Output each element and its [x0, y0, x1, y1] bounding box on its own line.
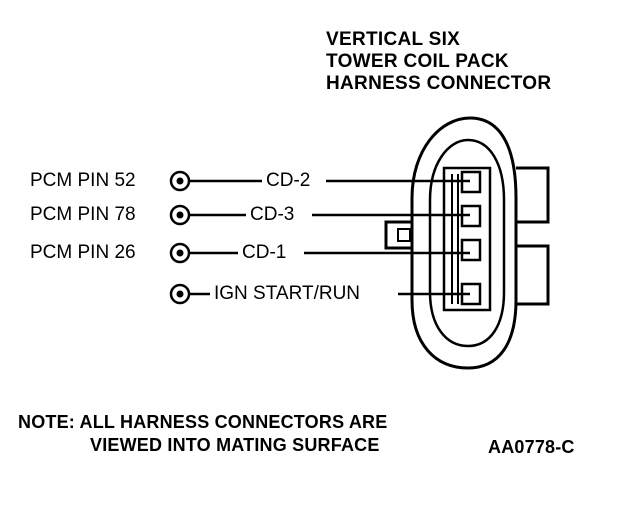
pcm-pin-label-1: PCM PIN 52 — [30, 170, 136, 191]
signal-label-cd2: CD-2 — [266, 170, 311, 191]
title-line-1: VERTICAL SIX — [326, 29, 461, 50]
pin-terminal-2 — [169, 204, 191, 226]
terminal-cavity — [442, 166, 492, 312]
figure-code: AA0778-C — [488, 437, 575, 457]
title-line-3: HARNESS CONNECTOR — [326, 73, 552, 94]
pcm-pin-label-3: PCM PIN 26 — [30, 242, 136, 263]
right-latch-lower — [516, 244, 550, 306]
terminal-3 — [460, 238, 482, 262]
pin-terminal-4 — [169, 283, 191, 305]
signal-label-ign: IGN START/RUN — [214, 283, 361, 304]
right-latch-upper — [516, 166, 550, 224]
left-key-notch — [397, 228, 411, 242]
pcm-pin-label-2: PCM PIN 78 — [30, 204, 136, 225]
pin-terminal-3 — [169, 242, 191, 264]
left-key-tab — [384, 220, 412, 250]
connector-inner-shell — [428, 138, 506, 348]
title-line-2: TOWER COIL PACK — [326, 51, 509, 72]
pin-terminal-1 — [169, 170, 191, 192]
connector-outer-shell — [410, 116, 518, 370]
note-line-1: NOTE: ALL HARNESS CONNECTORS ARE — [18, 412, 388, 432]
signal-label-cd1: CD-1 — [242, 242, 287, 263]
signal-label-cd3: CD-3 — [250, 204, 295, 225]
note-line-2: VIEWED INTO MATING SURFACE — [90, 435, 380, 455]
